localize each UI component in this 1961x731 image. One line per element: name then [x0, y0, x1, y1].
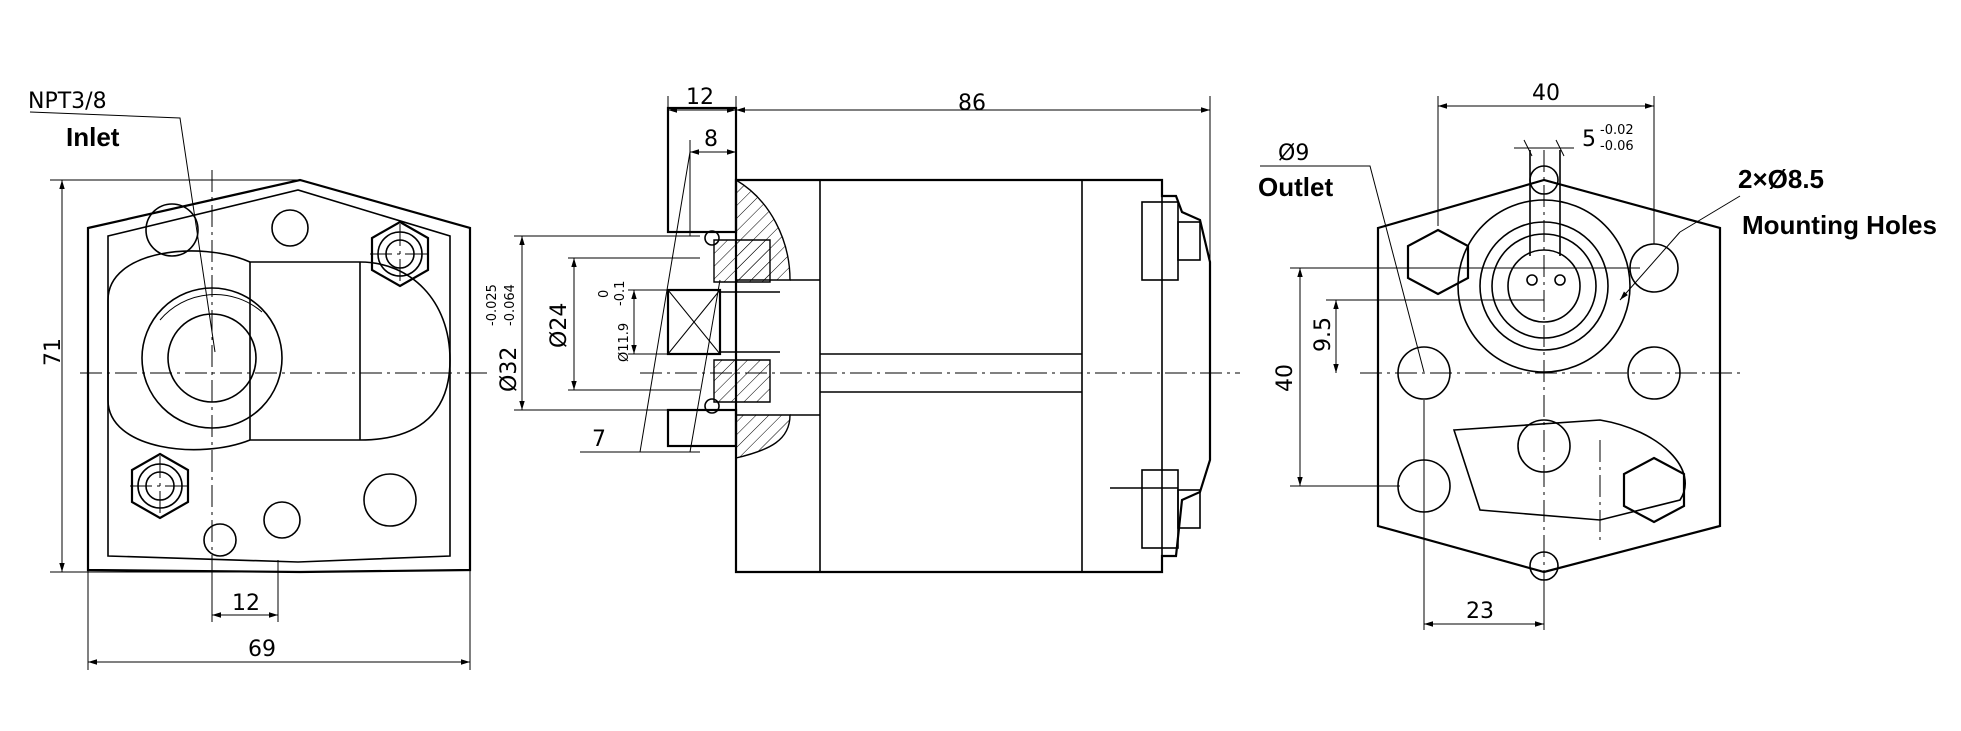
- dim-seal-dia-label: Ø24: [547, 303, 572, 348]
- outlet-label: Outlet: [1258, 172, 1333, 202]
- dim-key-width-label: 5: [1582, 127, 1596, 152]
- right-centerlines: [1360, 150, 1740, 600]
- dim-offset-label: 12: [232, 591, 260, 616]
- dim-shaft-dia-label: Ø11.9: [617, 323, 632, 362]
- dim-shaft-step-label: 7: [592, 427, 606, 452]
- left-view: NPT3/8 Inlet 71 69 12: [28, 89, 492, 670]
- dim-port-spacing-label: 23: [1466, 599, 1494, 624]
- pilot-tol-upper: -0.025: [485, 284, 500, 326]
- inlet-label: Inlet: [66, 122, 120, 152]
- dim-body-length-label: 86: [958, 91, 986, 116]
- dim-width-label: 69: [248, 637, 276, 662]
- right-bolts: [1406, 228, 1686, 524]
- left-holes: [145, 203, 417, 557]
- left-dimensions: [29, 111, 471, 670]
- right-dimensions: [1260, 96, 1741, 630]
- shaft-tol-lower: -0.1: [613, 281, 628, 306]
- pilot-tol-lower: -0.064: [503, 284, 518, 326]
- dim-pilot-dia-label: Ø32: [497, 347, 522, 392]
- dim-pilot-length-label: 8: [704, 127, 718, 152]
- dim-port-offset-label: 9.5: [1311, 317, 1336, 352]
- mounting-holes-spec: 2×Ø8.5: [1738, 164, 1824, 194]
- mounting-holes-label: Mounting Holes: [1742, 210, 1937, 240]
- middle-view: 12 86 8 7 Ø32 -0.025 -0.064 Ø24 Ø11.9 0 …: [485, 85, 1240, 574]
- middle-dimensions: [514, 96, 1211, 453]
- shaft: [666, 288, 780, 356]
- left-centerlines: [80, 170, 492, 610]
- outlet-dia-label: Ø9: [1278, 141, 1309, 166]
- middle-body-outline: [734, 178, 1212, 574]
- key-tol-lower: -0.06: [1600, 139, 1634, 154]
- dim-flange-length-label: 12: [686, 85, 714, 110]
- middle-end-bolts: [1110, 201, 1201, 549]
- dim-hole-spacing-label: 40: [1532, 81, 1560, 106]
- right-view: 40 5 -0.02 -0.06 Ø9 Outlet 2×Ø8.5 Mounti…: [1258, 81, 1937, 630]
- section-hatching: [713, 178, 820, 459]
- key-tol-upper: -0.02: [1600, 123, 1634, 138]
- dim-height-label: 71: [41, 338, 66, 366]
- shaft-tol-upper: 0: [597, 290, 612, 298]
- inlet-thread-label: NPT3/8: [28, 89, 107, 114]
- dim-vertical-label: 40: [1273, 364, 1298, 392]
